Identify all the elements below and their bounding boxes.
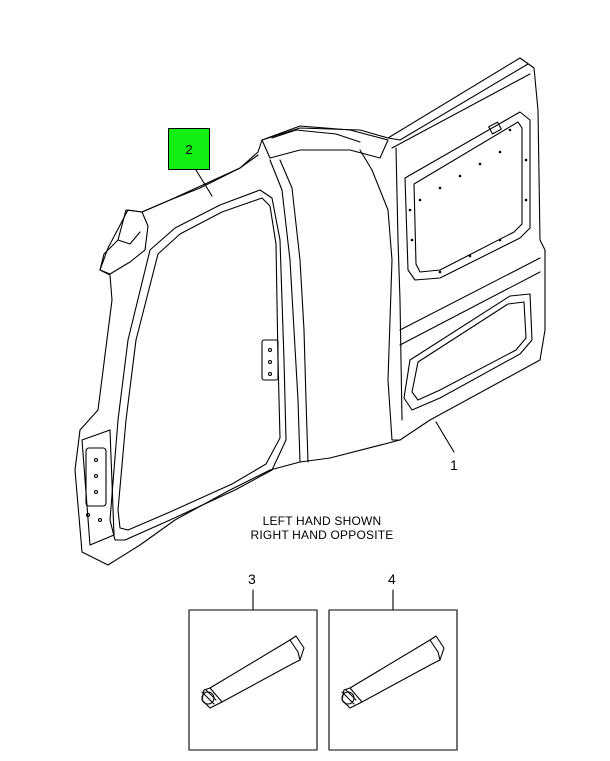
part-4-box (328, 589, 458, 751)
door-opening-frame (109, 189, 287, 541)
leader-line-part-1 (435, 421, 455, 453)
part-3-box (188, 589, 318, 751)
lower-window (399, 257, 541, 411)
note-right-hand-opposite: RIGHT HAND OPPOSITE (250, 528, 394, 542)
leader-line-part-2 (195, 169, 213, 197)
note-left-hand-shown: LEFT HAND SHOWN (262, 514, 382, 528)
callout-1-label[interactable]: 1 (450, 457, 458, 473)
cab-side-panel (74, 57, 546, 566)
part-2-highlight-box[interactable]: 2 (168, 128, 210, 170)
callout-2-label: 2 (185, 142, 193, 157)
callout-4-label[interactable]: 4 (388, 571, 396, 587)
hinge-area (81, 429, 115, 546)
upper-window (404, 111, 531, 281)
a-pillar-bracket (99, 154, 259, 275)
callout-3-label[interactable]: 3 (248, 571, 256, 587)
